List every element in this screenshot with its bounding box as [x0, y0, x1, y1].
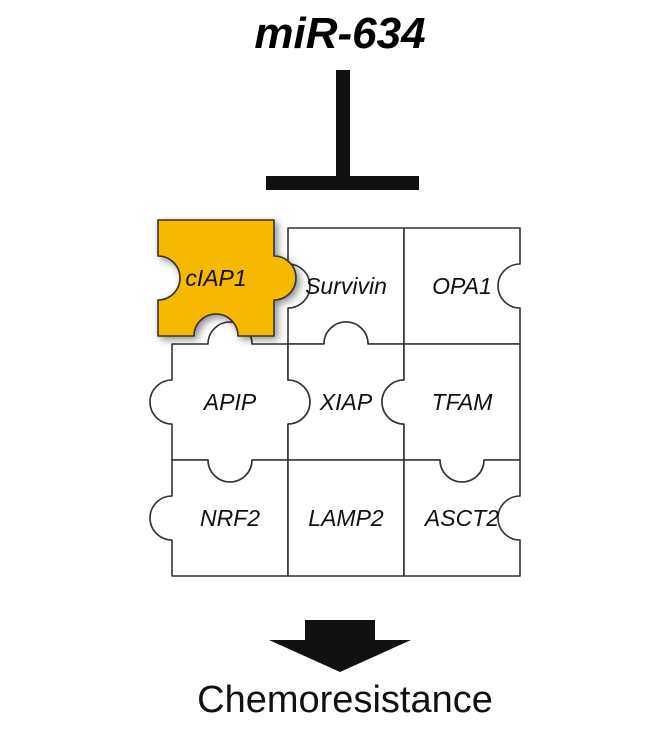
- puzzle-piece-ciap1: [157, 219, 297, 337]
- down-arrow-icon: [269, 620, 411, 672]
- gene-label-xiap: XIAP: [319, 389, 373, 415]
- inhibition-stem: [336, 70, 350, 182]
- puzzle-highlight-layer: [157, 219, 297, 337]
- puzzle-grid: [149, 227, 521, 577]
- gene-label-ciap1: cIAP1: [185, 265, 246, 291]
- gene-label-survivin: Survivin: [305, 273, 387, 299]
- inhibition-bar: [266, 176, 419, 190]
- puzzle-piece-opa1: [403, 227, 521, 345]
- gene-label-tfam: TFAM: [432, 389, 494, 415]
- mirna-title: miR-634: [254, 9, 425, 58]
- gene-label-nrf2: NRF2: [200, 505, 260, 531]
- inhibition-symbol: [266, 70, 419, 190]
- gene-label-apip: APIP: [202, 389, 257, 415]
- puzzle-piece-asct2: [403, 459, 521, 577]
- gene-label-lamp2: LAMP2: [308, 505, 384, 531]
- gene-label-opa1: OPA1: [432, 273, 492, 299]
- gene-label-asct2: ASCT2: [423, 505, 499, 531]
- outcome-label: Chemoresistance: [197, 679, 493, 721]
